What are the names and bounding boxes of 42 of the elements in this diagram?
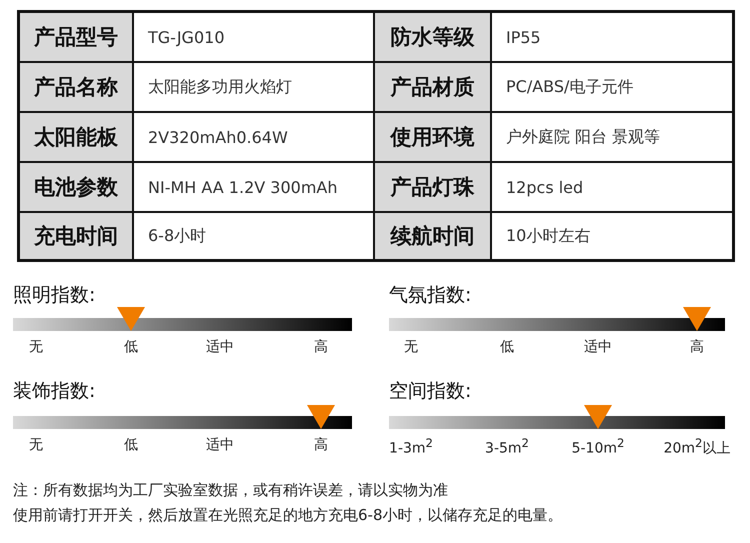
table-header-cell: 续航时间 (375, 213, 490, 259)
tick-label: 高 (314, 338, 328, 356)
tick-label: 无 (404, 338, 418, 356)
tick-label: 3-5m$^{2}$ (485, 436, 529, 457)
tick-label: 高 (314, 436, 328, 454)
note-text: 使用前请打开开关，然后放置在光照充足的地方充电6-8小时，以储存充足的电量。 (13, 506, 562, 525)
tick-label: 1-3m$^{2}$ (389, 436, 433, 457)
table-header-cell: 充电时间 (20, 213, 132, 259)
table-header-cell: 产品型号 (20, 13, 132, 61)
scale-title: 装饰指数: (13, 379, 96, 404)
table-header-cell: 电池参数 (20, 163, 132, 211)
table-cell: 6-8小时 (134, 213, 373, 259)
tick-label: 低 (124, 436, 138, 454)
table-header-cell: 产品名称 (20, 63, 132, 111)
scale-title: 空间指数: (389, 379, 472, 404)
tick-label: 20m$^{2}$以上 (664, 436, 730, 458)
table-header-cell: 防水等级 (375, 13, 490, 61)
tick-label: 适中 (584, 338, 612, 356)
tick-label: 无 (29, 436, 43, 454)
table-cell: IP55 (492, 13, 732, 61)
scale-title: 气氛指数: (389, 283, 472, 308)
table-cell: NI-MH AA 1.2V 300mAh (134, 163, 373, 211)
note-text: 注：所有数据均为工厂实验室数据，或有稍许误差，请以实物为准 (13, 481, 448, 500)
tick-label: 适中 (206, 338, 234, 356)
tick-label: 低 (500, 338, 514, 356)
table-cell: 12pcs led (492, 163, 732, 211)
scale-title: 照明指数: (13, 283, 96, 308)
table-cell: PC/ABS/电子元件 (492, 63, 732, 111)
table-header-cell: 太阳能板 (20, 113, 132, 161)
table-header-cell: 产品材质 (375, 63, 490, 111)
table-header-cell: 产品灯珠 (375, 163, 490, 211)
tick-label: 无 (29, 338, 43, 356)
table-cell: 户外庭院 阳台 景观等 (492, 113, 732, 161)
table-cell: 太阳能多功用火焰灯 (134, 63, 373, 111)
table-cell: 10小时左右 (492, 213, 732, 259)
table-cell: TG-JG010 (134, 13, 373, 61)
tick-label: 适中 (206, 436, 234, 454)
table-header-cell: 使用环境 (375, 113, 490, 161)
tick-label: 高 (690, 338, 704, 356)
table-cell: 2V320mAh0.64W (134, 113, 373, 161)
tick-label: 5-10m$^{2}$ (572, 436, 624, 457)
tick-label: 低 (124, 338, 138, 356)
